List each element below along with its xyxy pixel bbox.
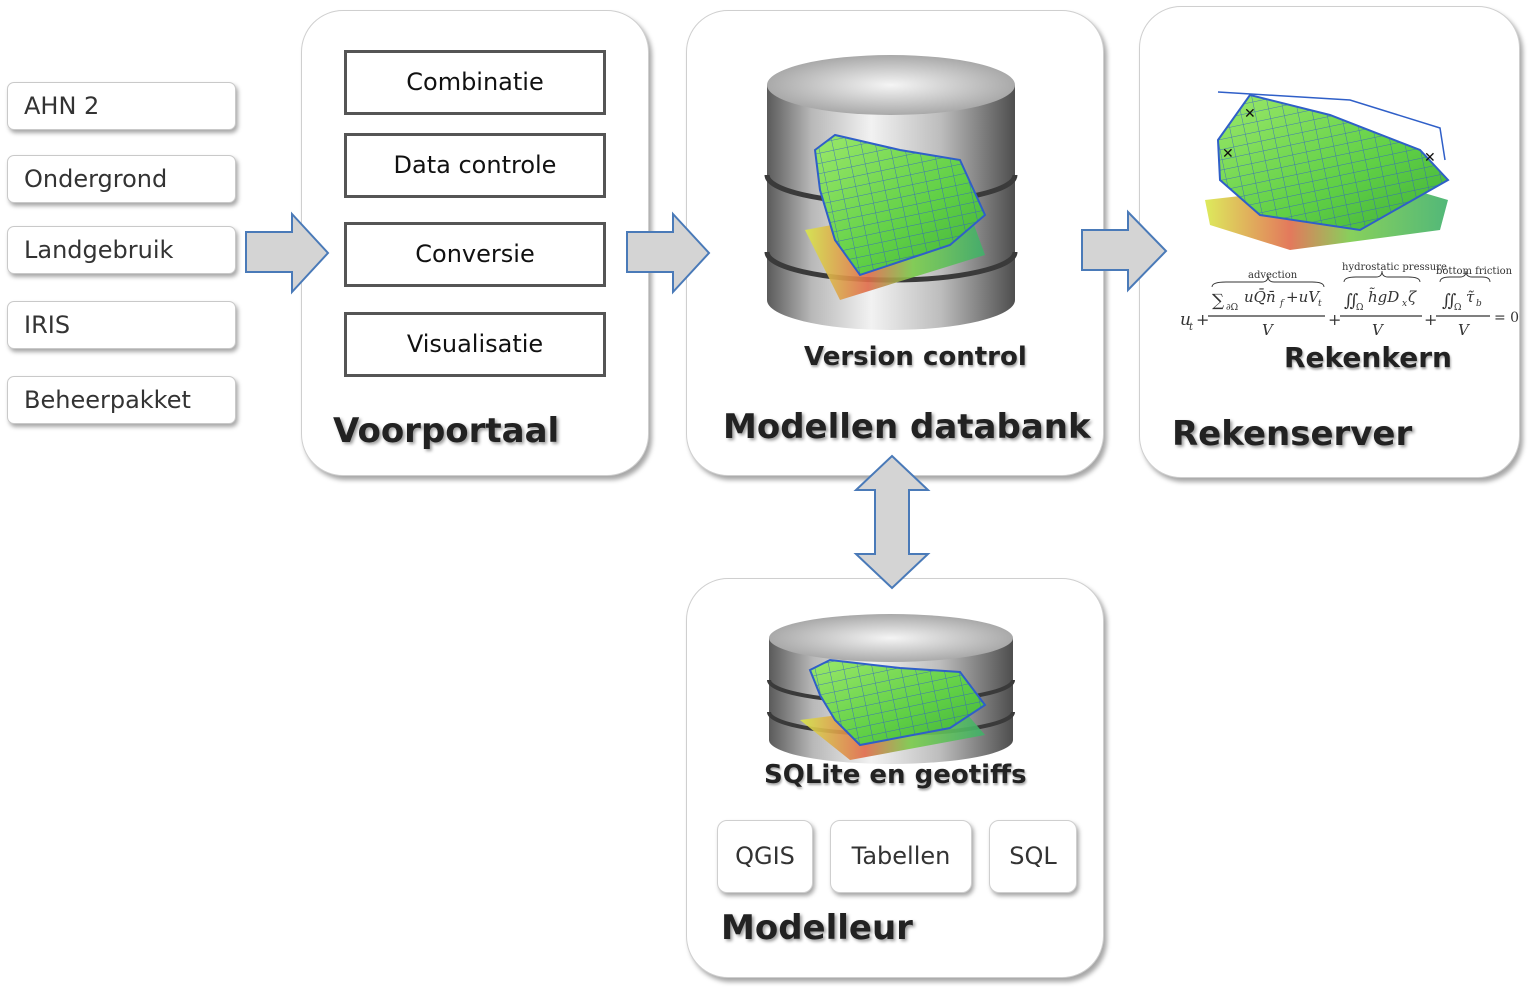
arrow-databank-to-rekenserver [1081, 209, 1168, 293]
svg-text:uQ̄n̄: uQ̄n̄ [1244, 288, 1276, 306]
step-visualisatie: Visualisatie [344, 312, 606, 377]
momentum-equation: u t + ∑ ∂Ω uQ̄n̄ f +uV t V advection + ∬… [1180, 262, 1519, 339]
svg-text:∂Ω: ∂Ω [1226, 303, 1238, 313]
svg-text:V: V [1262, 321, 1275, 339]
svg-text:✕: ✕ [1424, 150, 1436, 166]
formula-term-bottom-friction: bottom friction [1436, 266, 1513, 277]
svg-text:+: + [1328, 310, 1341, 329]
arrow-voorportaal-to-databank [626, 211, 711, 295]
svg-text:Ω: Ω [1356, 303, 1363, 313]
svg-text:t: t [1318, 299, 1322, 309]
source-box-ahn2: AHN 2 [7, 82, 236, 130]
tool-qgis: QGIS [717, 820, 813, 893]
voorportaal-title: Voorportaal [333, 411, 560, 451]
svg-text:✕: ✕ [1222, 146, 1234, 162]
svg-text:∑: ∑ [1212, 291, 1224, 311]
svg-text:b: b [1476, 299, 1482, 309]
svg-text:x: x [1402, 299, 1407, 309]
tool-sql: SQL [989, 820, 1077, 893]
svg-text:ζ: ζ [1408, 288, 1417, 306]
svg-text:V: V [1372, 321, 1385, 339]
svg-text:∬: ∬ [1344, 291, 1358, 311]
formula-term-advection: advection [1248, 270, 1298, 281]
svg-text:∬: ∬ [1442, 291, 1456, 311]
source-box-beheerpakket: Beheerpakket [7, 376, 236, 424]
rekenserver-title: Rekenserver [1172, 414, 1413, 454]
map-layers-icon-small [800, 658, 987, 760]
svg-text:V: V [1458, 321, 1471, 339]
map-layers-icon-large [805, 133, 987, 300]
step-conversie: Conversie [344, 222, 606, 287]
svg-text:✕: ✕ [1244, 106, 1256, 122]
arrow-sources-to-voorportaal [245, 211, 330, 295]
source-box-ondergrond: Ondergrond [7, 155, 236, 203]
svg-text:+uV: +uV [1286, 288, 1321, 306]
svg-text:h̃gD: h̃gD [1368, 288, 1399, 306]
databank-title: Modellen databank [723, 407, 1091, 447]
source-box-iris: IRIS [7, 301, 236, 349]
arrow-databank-modelleur-bidirectional [853, 454, 931, 590]
computational-grid-icon: ✕ ✕ ✕ [1205, 91, 1450, 250]
step-combinatie: Combinatie [344, 50, 606, 115]
svg-text:+: + [1424, 310, 1437, 329]
svg-text:Ω: Ω [1454, 303, 1461, 313]
databank-caption: Version control [804, 342, 1027, 372]
svg-text:u: u [1180, 310, 1191, 330]
svg-text:= 0: = 0 [1494, 310, 1519, 326]
step-data-controle: Data controle [344, 133, 606, 198]
formula-term-hydrostatic-pressure: hydrostatic pressure [1342, 262, 1447, 273]
modelleur-title: Modelleur [721, 908, 913, 948]
svg-text:+: + [1196, 310, 1209, 329]
tool-tabellen: Tabellen [830, 820, 972, 893]
svg-text:f: f [1279, 299, 1285, 309]
source-box-landgebruik: Landgebruik [7, 226, 236, 274]
rekenserver-caption: Rekenkern [1284, 341, 1452, 374]
svg-text:t: t [1189, 322, 1194, 333]
modelleur-caption: SQLite en geotiffs [764, 760, 1027, 790]
svg-text:τ̃: τ̃ [1466, 288, 1475, 306]
